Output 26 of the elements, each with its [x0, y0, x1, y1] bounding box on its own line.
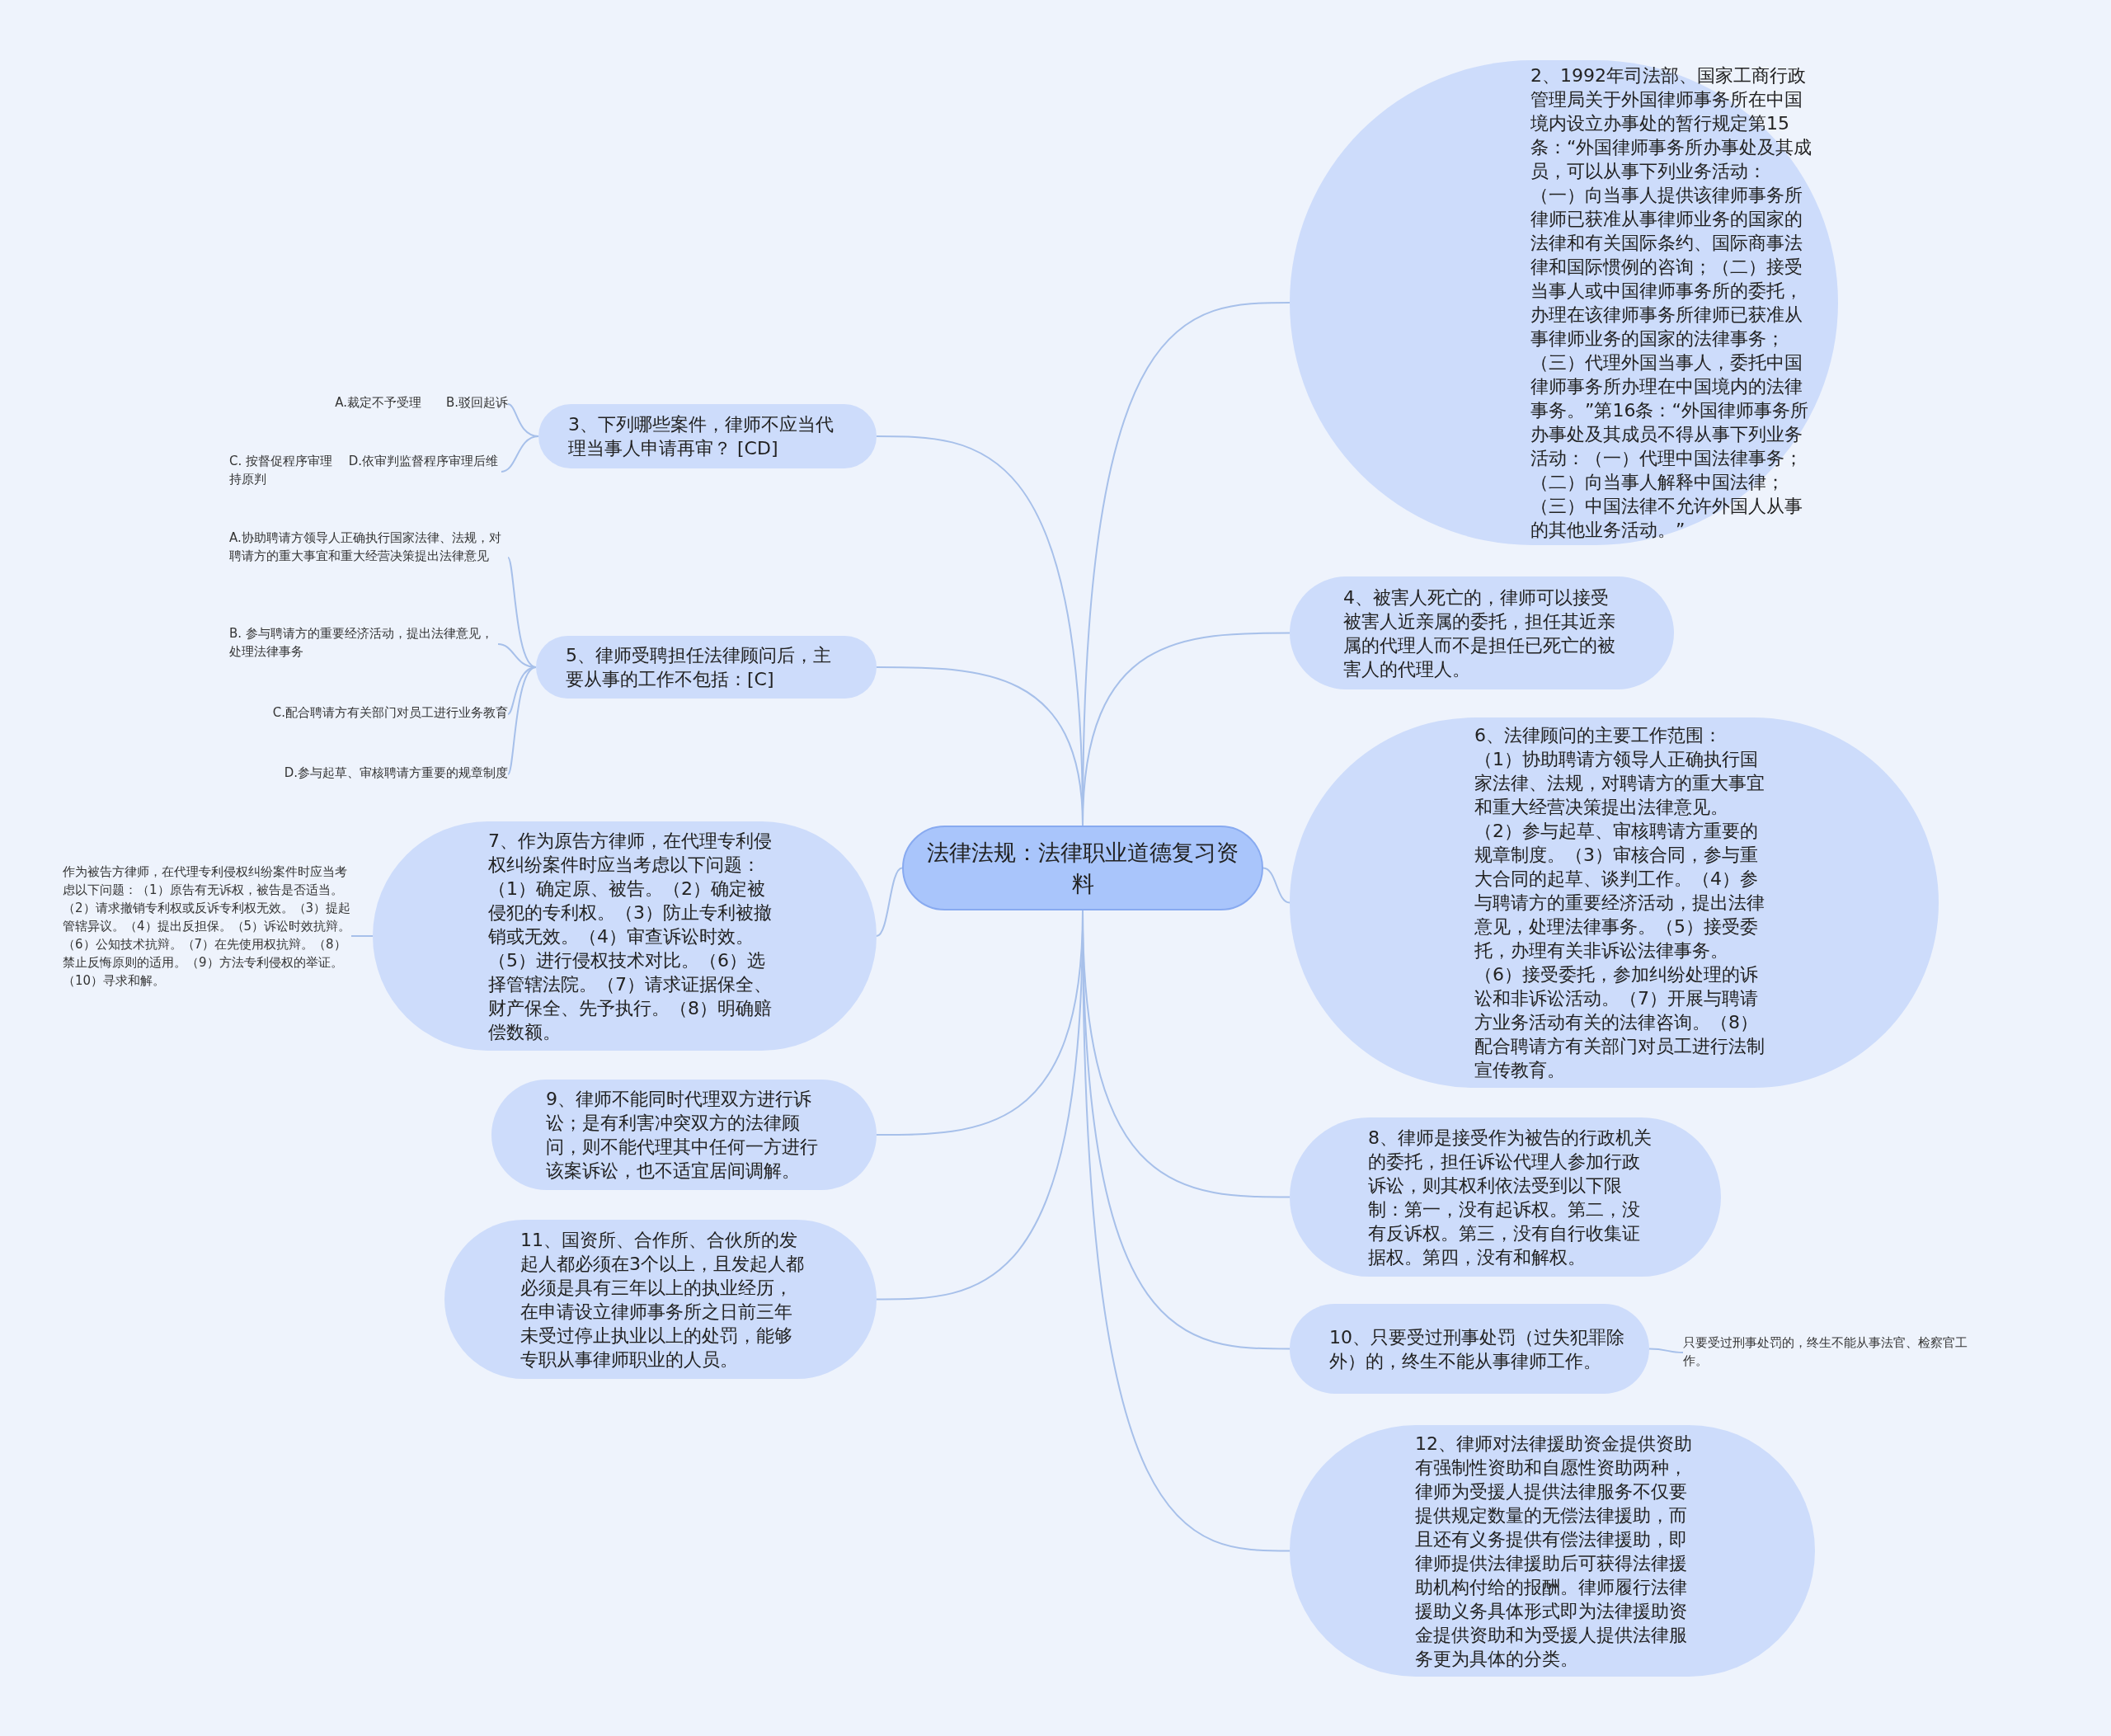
topic-bubble: 9、律师不能同时代理双方进行诉讼；是有利害冲突双方的法律顾问，则不能代理其中任何一方进行该案诉讼，也不适宜居间调解。 [491, 1080, 877, 1190]
leaf-text: B. 参与聘请方的重要经济活动，提出法律意见，处理法律事务 [229, 624, 498, 664]
central-topic: 法律法规：法律职业道德复习资料 [902, 826, 1263, 910]
leaf-text: A.协助聘请方领导人正确执行国家法律、法规，对聘请方的重大事宜和重大经营决策提出法律意见 [229, 529, 508, 586]
connector [1262, 867, 1291, 904]
leaf-text: C.配合聘请方有关部门对员工进行业务教育 [239, 703, 508, 725]
topic-bubble: 8、律师是接受作为被告的行政机关的委托，担任诉讼代理人参加行政诉讼，则其权利依法受到以下限制：第一，没有起诉权。第二，没有反诉权。第三，没有自行收集证据权。第四，没有和解权。 [1290, 1117, 1721, 1277]
topic-bubble: 2、1992年司法部、国家工商行政管理局关于外国律师事务所在中国境内设立办事处的暂行规定第15条：“外国律师事务所办事处及其成员，可以从事下列业务活动：（一）向当事人提供该律师事务所律师已获准从事律师业务的国家的法律和有关国际条约、国际商事法律和国际惯例的咨询；（二）接受当事人或中国律师事务所的委托，办理在该律师事务所律师已获准从事律师业务的国家的法律事务；（三）代理外国当事人，委托中国律师事务所办理在中国境内的法律事务。”第16条：“外国律师事务所办事处及其成员不得从事下列业务活动：（一）代理中国法律事务；（二）向当事人解释中国法律；（三）中国法律不允许外国人从事的其他业务活动。” [1290, 60, 1838, 545]
topic-bubble: 5、律师受聘担任法律顾问后，主要从事的工作不包括：[C] [536, 636, 877, 699]
topic-bubble: 12、律师对法律援助资金提供资助有强制性资助和自愿性资助两种，律师为受援人提供法律服务不仅要提供规定数量的无偿法律援助，而且还有义务提供有偿法律援助，即律师提供法律援助后可获得法律援助机构付给的报酬。律师履行法律援助义务具体形式即为法律援助资金提供资助和为受援人提供法律服务更为具体的分类。 [1290, 1425, 1815, 1677]
leaf-text: 只要受过刑事处罚的，终生不能从事法官、检察官工作。 [1683, 1334, 1968, 1371]
connector [1648, 1348, 1684, 1353]
topic-bubble: 3、下列哪些案件，律师不应当代理当事人申请再审？ [CD] [538, 404, 877, 468]
connector [501, 435, 539, 473]
topic-bubble: 6、法律顾问的主要工作范围：（1）协助聘请方领导人正确执行国家法律、法规，对聘请方的重大事宜和重大经营决策提出法律意见。（2）参与起草、审核聘请方重要的规章制度。（3）审核合同，参与重大合同的起草、谈判工作。（4）参与聘请方的重要经济活动，提出法律意见，处理法律事务。（5）接受委托，办理有关非诉讼法律事务。（6）接受委托，参加纠纷处理的诉讼和非诉讼活动。（7）开展与聘请方业务活动有关的法律咨询。（8）配合聘请方有关部门对员工进行法制宣传教育。 [1290, 717, 1939, 1088]
topic-bubble: 7、作为原告方律师，在代理专利侵权纠纷案件时应当考虑以下问题：（1）确定原、被告。（2）确定被侵犯的专利权。（3）防止专利被撤销或无效。（4）审查诉讼时效。（5）进行侵权技术对比。（6）选择管辖法院。（7）请求证据保全、财产保全、先予执行。（8）明确赔偿数额。 [373, 821, 877, 1051]
topic-bubble: 10、只要受过刑事处罚（过失犯罪除外）的，终生不能从事律师工作。 [1290, 1304, 1649, 1394]
connector [876, 867, 903, 937]
leaf-text: C. 按督促程序审理 D.依审判监督程序审理后维持原判 [229, 452, 501, 492]
topic-bubble: 11、国资所、合作所、合伙所的发起人都必须在3个以上，且发起人都必须是具有三年以上的执业经历，在申请设立律师事务所之日前三年未受过停止执业以上的处罚，能够专职从事律师职业的人员。 [444, 1220, 877, 1379]
leaf-text: 作为被告方律师，在代理专利侵权纠纷案件时应当考虑以下问题：（1）原告有无诉权，被告是否适当。（2）请求撤销专利权或反诉专利权无效。（3）提起管辖异议。（4）提出反担保。（5）诉讼时效抗辩。（6）公知技术抗辩。（7）在先使用权抗辩。（8）禁止反悔原则的适用。（9）方法专利侵权的举证。（10）寻求和解。 [63, 863, 351, 1009]
connector [507, 666, 537, 775]
topic-bubble: 4、被害人死亡的，律师可以接受被害人近亲属的委托，担任其近亲属的代理人而不是担任已死亡的被害人的代理人。 [1290, 576, 1674, 689]
connector [350, 935, 374, 937]
leaf-text: A.裁定不予受理 B.驳回起诉 [307, 393, 508, 415]
leaf-text: D.参与起草、审核聘请方重要的规章制度 [247, 764, 508, 785]
